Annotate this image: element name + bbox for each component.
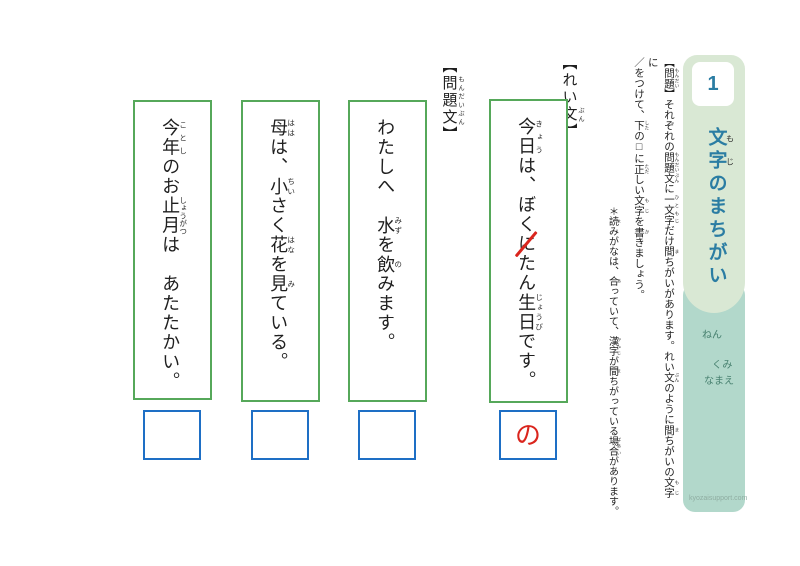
- problem-2-answer-box[interactable]: [251, 410, 309, 460]
- problem-1-sentence-box: わたしへ 水みずを飲のみます。: [348, 100, 427, 402]
- problem-1-sentence: わたしへ 水みずを飲のみます。: [375, 118, 403, 352]
- example-answer: の: [514, 420, 541, 450]
- example-sentence: 今日きょうは、ぼくにたん生日じょうびです。: [514, 101, 544, 390]
- title-panel: 1 文字もじのまちがい: [683, 55, 745, 313]
- problem-3-answer-box[interactable]: [143, 410, 201, 460]
- name-label: なまえ: [704, 376, 734, 387]
- worksheet-number-box: 1: [692, 62, 734, 106]
- problem-2-sentence: 母ははは、小ちいさく花はなを見みている。: [268, 118, 296, 372]
- instructions-line-2: ／をつけて、下したの□に正ただしい文字もじを書かきましょう。: [633, 57, 650, 300]
- worksheet-title: 文字もじのまちがい: [705, 127, 735, 288]
- problem-1-answer-box[interactable]: [358, 410, 416, 460]
- instructions-line-1: 【問題もんだい】それぞれの問題文もんだいぶんに一文字ひともじだけ間まちがいがあり…: [646, 57, 680, 498]
- example-answer-box: の: [499, 410, 557, 460]
- problem-3-sentence-box: 今年ことしのお止月しょうがつは あたたかい。: [133, 100, 212, 400]
- watermark: kyozaisupport.com: [689, 495, 748, 502]
- red-slash-mark: に: [514, 234, 538, 254]
- problem-3-sentence: 今年ことしのお止月しょうがつは あたたかい。: [160, 118, 188, 391]
- problem-2-sentence-box: 母ははは、小ちいさく花はなを見みている。: [241, 100, 320, 402]
- problems-label: 【問題文もんだいぶん】: [440, 58, 465, 143]
- class-label: くみ: [712, 360, 733, 371]
- name-fields-panel: [683, 283, 745, 512]
- example-sentence-box: 今日きょうは、ぼくにたん生日じょうびです。: [489, 99, 568, 403]
- worksheet-number: 1: [707, 72, 719, 95]
- year-label: ねん: [702, 330, 722, 341]
- instructions-note: ＊読よみがなは、合あっていて、漢字かんじが間まちがっている場合ばあいがあります。: [606, 206, 623, 516]
